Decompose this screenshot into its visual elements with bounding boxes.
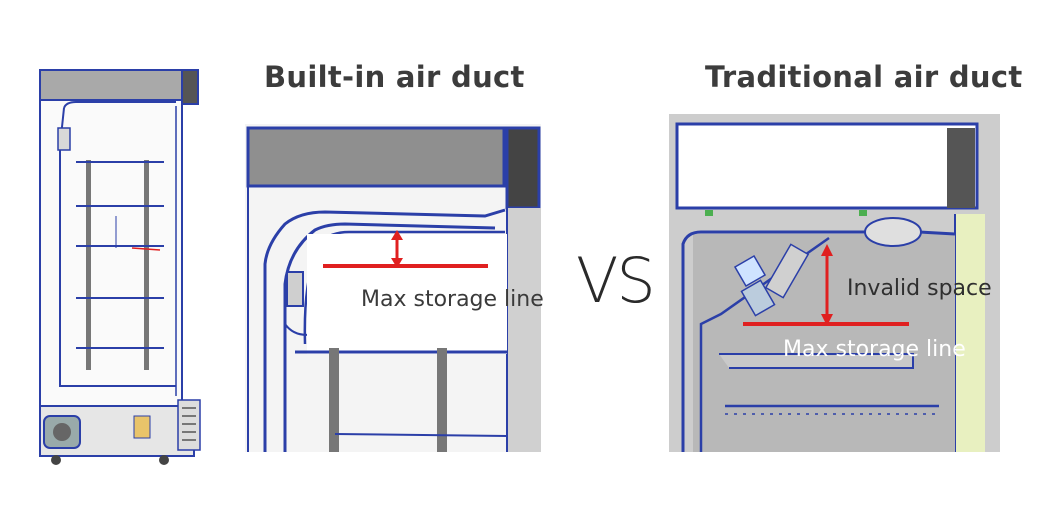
max-storage-line-label-traditional: Max storage line (783, 337, 966, 362)
vs-label: VS (576, 244, 656, 317)
invalid-space-label: Invalid space (847, 276, 992, 301)
built-in-air-duct-drawing (245, 124, 541, 452)
max-storage-line-label-builtin: Max storage line (361, 287, 544, 312)
fridge-side-section-drawing (36, 66, 206, 470)
traditional-air-duct-drawing (669, 114, 1000, 452)
built-in-air-duct-title: Built-in air duct (264, 60, 525, 94)
traditional-air-duct-title: Traditional air duct (705, 60, 1023, 94)
